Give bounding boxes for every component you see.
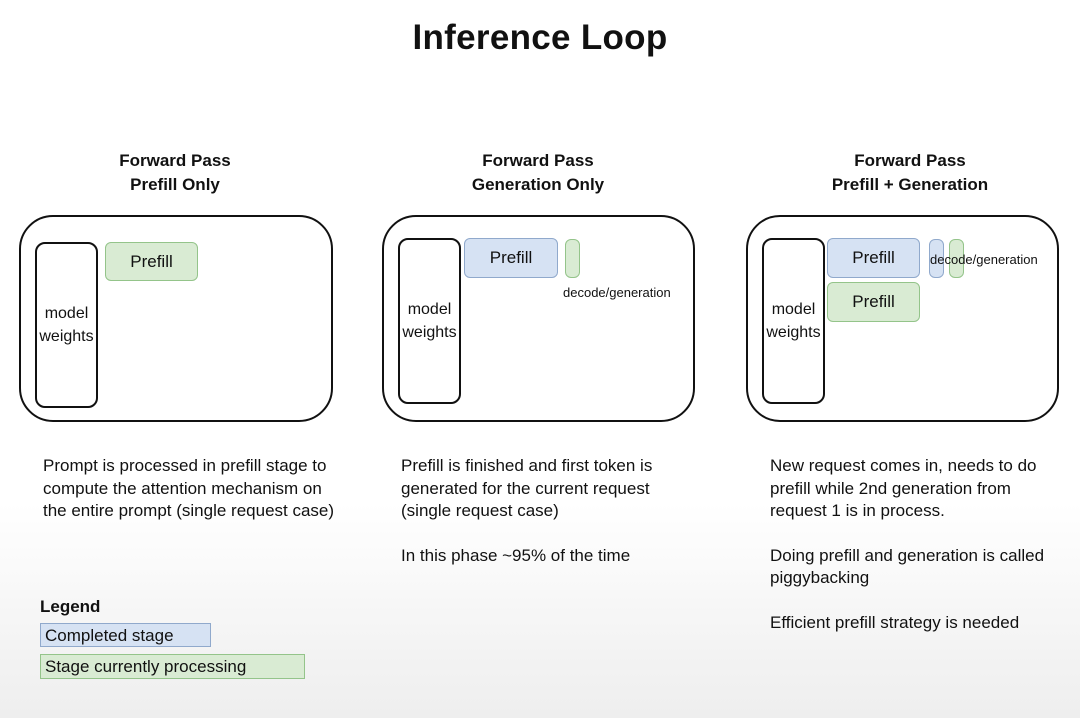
panel-3-weights-label-line-2: weights (766, 324, 821, 341)
panel-1-weights-label-line-2: weights (39, 328, 94, 345)
panel-2-weights-label-line-1: model (407, 301, 452, 318)
panel-3-description-text-1: New request comes in, needs to do prefil… (770, 456, 1037, 520)
panel-2-weights-label-line-2: weights (402, 324, 457, 341)
panel-3-prefill-processing-block: Prefill (827, 282, 920, 322)
panel-3-description-text-2: Doing prefill and generation is called p… (770, 545, 1045, 588)
panel-3-heading-line-2: Prefill + Generation (831, 175, 989, 194)
panel-2-model-weights: model weights (398, 238, 461, 404)
panel-2-heading-line-2: Generation Only (471, 175, 605, 194)
panel-3-model-weights: model weights (762, 238, 825, 404)
panel-1-prefill-block: Prefill (105, 242, 198, 281)
panel-3-heading: Forward Pass Prefill + Generation (750, 149, 1070, 197)
panel-1-heading-line-1: Forward Pass (119, 151, 231, 170)
panel-1-weights-label-line-1: model (44, 305, 89, 322)
panel-1-description-text: Prompt is processed in prefill stage to … (43, 456, 335, 520)
panel-3-heading-line-1: Forward Pass (854, 151, 966, 170)
panel-2-description: Prefill is finished and first token is g… (401, 455, 691, 589)
legend-stage-processing: Stage currently processing (40, 654, 305, 679)
panel-2-heading-line-1: Forward Pass (482, 151, 594, 170)
panel-3-weights-label-line-1: model (771, 301, 816, 318)
panel-1-description: Prompt is processed in prefill stage to … (43, 455, 343, 545)
panel-3-decode-processing-block (949, 239, 964, 278)
panel-2-decode-label: decode/generation (563, 285, 671, 300)
panel-2-description-text-1: Prefill is finished and first token is g… (401, 456, 653, 520)
panel-1-heading: Forward Pass Prefill Only (15, 149, 335, 197)
page-title: Inference Loop (412, 18, 668, 57)
panel-3-decode-completed-block (929, 239, 944, 278)
legend-completed-stage: Completed stage (40, 623, 211, 647)
panel-2-decode-block (565, 239, 580, 278)
panel-3-decode-label: decode/generation (930, 252, 1038, 267)
panel-1-heading-line-2: Prefill Only (130, 175, 220, 194)
panel-2-heading: Forward Pass Generation Only (378, 149, 698, 197)
panel-2-description-text-2: In this phase ~95% of the time (401, 545, 631, 565)
legend-title: Legend (40, 597, 101, 616)
panel-1-model-weights: model weights (35, 242, 98, 408)
panel-3-description: New request comes in, needs to do prefil… (770, 455, 1065, 656)
panel-2-prefill-block: Prefill (464, 238, 558, 278)
panel-3-prefill-completed-block: Prefill (827, 238, 920, 278)
panel-3-description-text-3: Efficient prefill strategy is needed (770, 612, 1020, 632)
